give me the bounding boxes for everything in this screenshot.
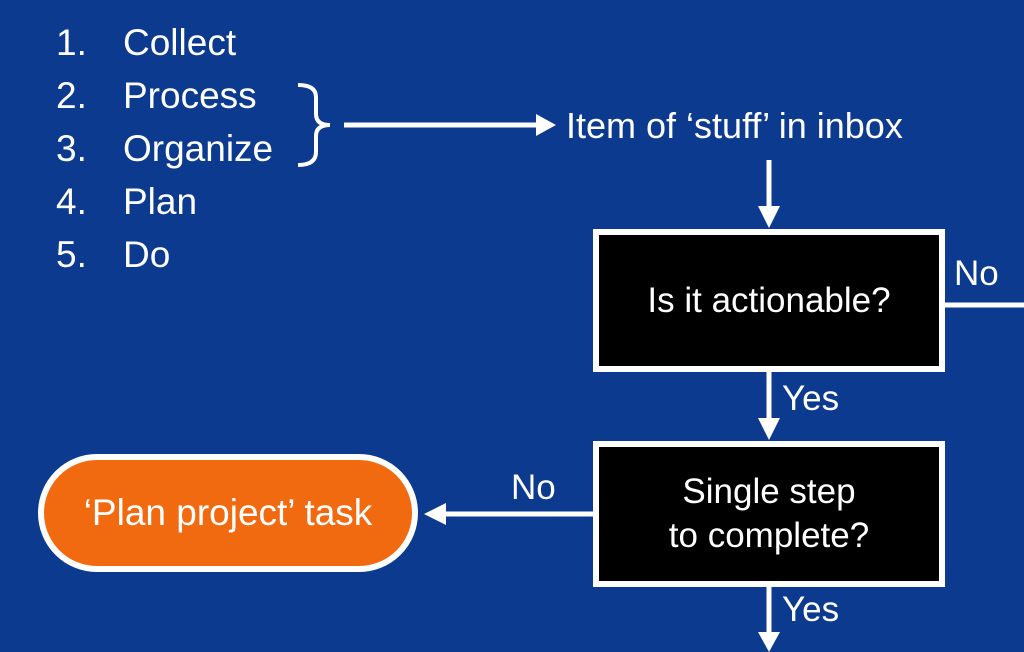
- single-step-yes-label: Yes: [782, 590, 840, 629]
- step-label: Plan: [123, 181, 198, 222]
- plan-project-task-pill: ‘Plan project’ task: [38, 454, 418, 572]
- step-collect: 1. Collect: [56, 22, 273, 75]
- decision-single-step-question: Single step to complete?: [669, 470, 869, 558]
- step-label: Do: [123, 234, 171, 275]
- decision-single-step-box: Single step to complete?: [593, 441, 945, 587]
- step-label: Collect: [123, 22, 237, 63]
- step-process: 2. Process: [56, 75, 273, 128]
- arrow-to-single-step-head: [758, 418, 780, 440]
- process-steps-list: 1. Collect 2. Process 3. Organize 4. Pla…: [56, 22, 273, 287]
- step-number: 3.: [56, 128, 87, 169]
- actionable-no-label: No: [954, 254, 999, 293]
- step-label: Process: [123, 75, 257, 116]
- step-number: 2.: [56, 75, 87, 116]
- step-plan: 4. Plan: [56, 181, 273, 234]
- step-number: 1.: [56, 22, 87, 63]
- step-organize: 3. Organize: [56, 128, 273, 181]
- step-do: 5. Do: [56, 234, 273, 287]
- single-step-question-line1: Single step: [682, 472, 856, 512]
- decision-actionable-question: Is it actionable?: [647, 280, 891, 320]
- brace-process-organize: [297, 83, 331, 167]
- inbox-item-label: Item of ‘stuff’ in inbox: [566, 105, 903, 146]
- step-number: 4.: [56, 181, 87, 222]
- arrow-to-inbox-head: [536, 114, 556, 136]
- step-number: 5.: [56, 234, 87, 275]
- actionable-yes-label: Yes: [782, 379, 840, 418]
- single-step-no-label: No: [511, 468, 556, 507]
- decision-actionable-box: Is it actionable?: [593, 229, 945, 372]
- arrow-single-step-yes-head: [758, 632, 780, 652]
- arrow-to-plan-project-head: [424, 503, 446, 525]
- single-step-question-line2: to complete?: [668, 516, 870, 555]
- arrow-to-actionable-head: [758, 206, 780, 228]
- step-label: Organize: [123, 128, 274, 169]
- plan-project-task-label: ‘Plan project’ task: [83, 492, 373, 533]
